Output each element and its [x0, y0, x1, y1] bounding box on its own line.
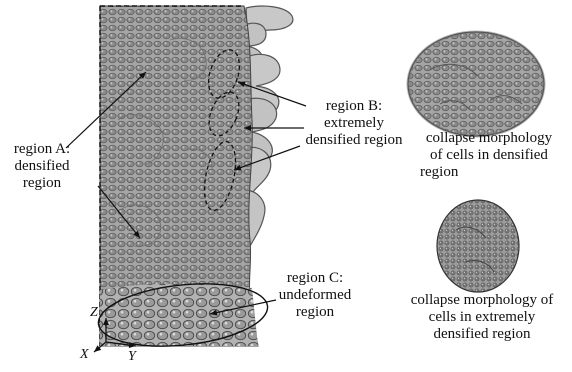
- region-c-line-3: region: [276, 304, 354, 321]
- region-c-band: [100, 284, 258, 346]
- z-axis-label: Z: [90, 306, 98, 320]
- region-b-label: region B: extremely densified region: [296, 98, 412, 149]
- micrograph-densified: [408, 32, 544, 136]
- x-axis-label: X: [80, 348, 89, 362]
- region-c-line-2: undeformed: [276, 287, 354, 304]
- region-a-label: region A: densified region: [6, 141, 78, 192]
- collapse-densified-line-3: region: [414, 164, 564, 181]
- region-c-line-1: region C:: [276, 270, 354, 287]
- collapse-extreme-line-2: cells in extremely: [396, 309, 568, 326]
- collapse-extreme-line-1: collapse morphology of: [396, 292, 568, 309]
- region-a-line-3: region: [6, 175, 78, 192]
- region-b-line-2: extremely: [296, 115, 412, 132]
- collapse-densified-line-2: of cells in densified: [414, 147, 564, 164]
- region-b-line-3: densified region: [296, 132, 412, 149]
- y-axis-label: Y: [128, 350, 136, 364]
- collapse-densified-caption: collapse morphology of cells in densifie…: [414, 130, 564, 181]
- micrograph-extremely-densified: [437, 200, 519, 292]
- region-c-label: region C: undeformed region: [276, 270, 354, 321]
- region-b-line-1: region B:: [296, 98, 412, 115]
- region-a-line-1: region A:: [6, 141, 78, 158]
- collapse-densified-line-1: collapse morphology: [414, 130, 564, 147]
- collapse-extreme-caption: collapse morphology of cells in extremel…: [396, 292, 568, 343]
- region-a-line-2: densified: [6, 158, 78, 175]
- collapse-extreme-line-3: densified region: [396, 326, 568, 343]
